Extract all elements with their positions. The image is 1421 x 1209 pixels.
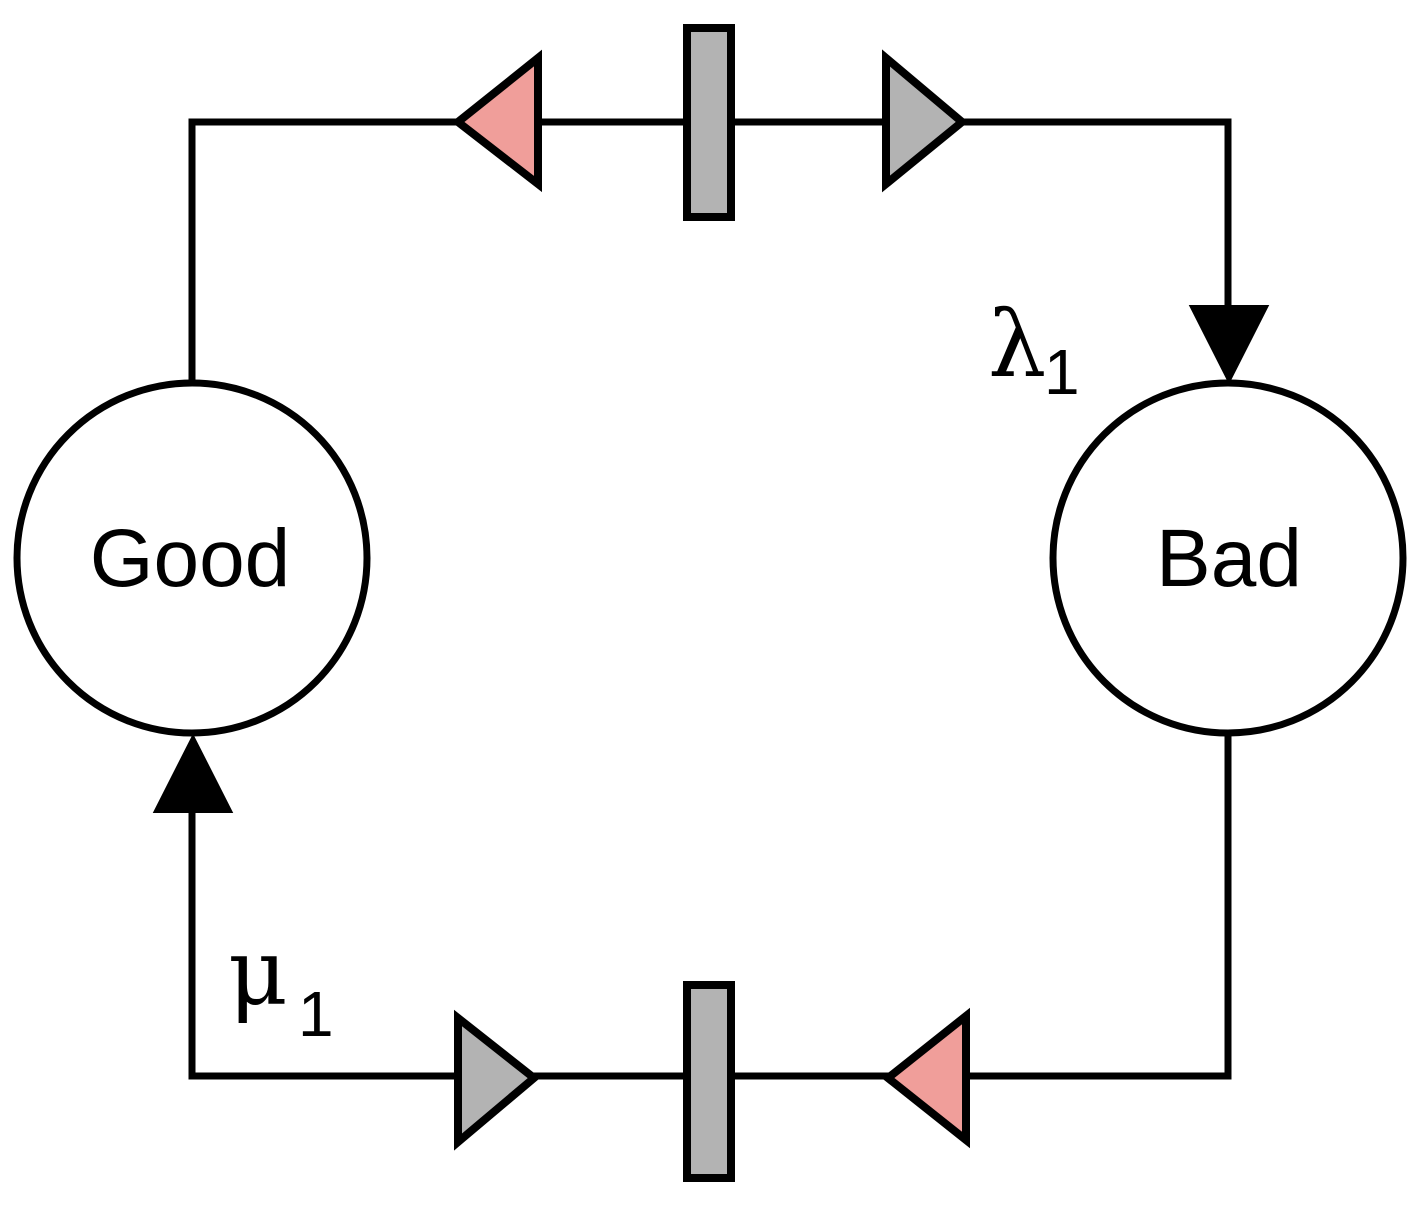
repair-rate-label: μ 1 — [228, 919, 334, 1050]
repair-rate-subscript: 1 — [298, 978, 334, 1050]
failure-rate-symbol: λ — [988, 291, 1046, 398]
failure-rate-label: λ 1 — [988, 291, 1080, 408]
state-node-good: Good — [13, 379, 371, 737]
good-node-label: Good — [90, 513, 291, 604]
top-right-gray-triangle — [882, 49, 969, 193]
failure-rate-subscript: 1 — [1044, 336, 1080, 408]
bad-node-circle — [1049, 379, 1407, 737]
bottom-right-pink-triangle — [881, 1007, 970, 1149]
bottom-blocker-bar — [683, 981, 735, 1182]
repair-rate-symbol: μ — [228, 919, 288, 1026]
bad-node-label: Bad — [1156, 513, 1302, 604]
top-left-pink-triangle — [451, 49, 542, 193]
failure-arrowhead — [1188, 305, 1270, 385]
bottom-left-gray-triangle — [454, 1009, 541, 1151]
repair-arrowhead — [152, 733, 234, 813]
state-node-bad: Bad — [1049, 379, 1407, 737]
good-node-circle — [13, 379, 371, 737]
top-blocker-bar — [683, 24, 735, 221]
